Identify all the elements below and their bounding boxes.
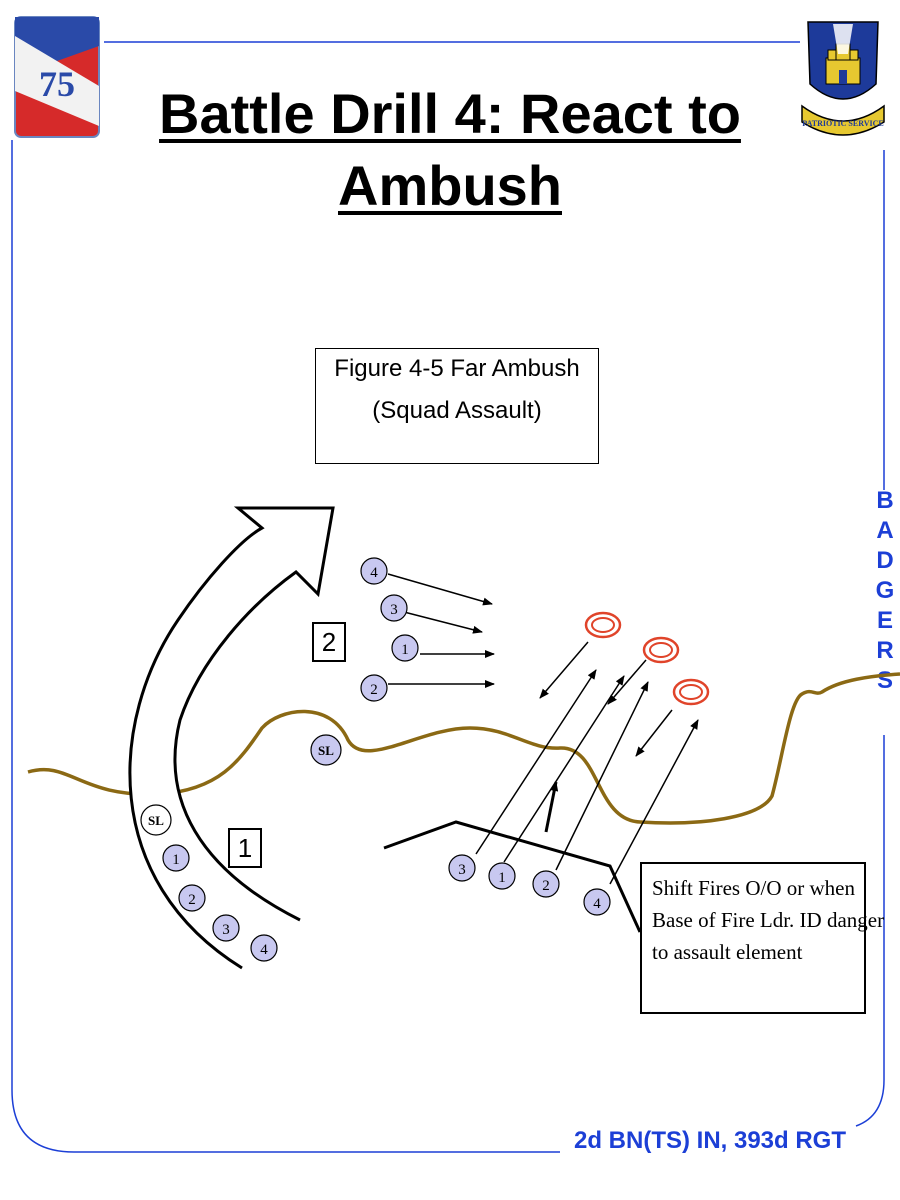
soldier-number: 2: [370, 682, 378, 698]
figure-caption-box: Figure 4-5 Far Ambush (Squad Assault): [315, 348, 599, 464]
soldier-marker: 3: [448, 854, 476, 882]
slide-title: Battle Drill 4: React to Ambush: [159, 82, 741, 217]
fire-line: [609, 719, 699, 885]
unit-footer: 2d BN(TS) IN, 393d RGT: [573, 1127, 847, 1154]
figure-caption-title: Figure 4-5 Far Ambush: [334, 355, 580, 382]
enemy-fire-line: [607, 659, 647, 705]
soldier-marker: 4: [583, 888, 611, 916]
enemy-fire-line: [539, 641, 589, 699]
assault-fire-arrow: [387, 573, 493, 606]
side-letter: G: [875, 577, 895, 604]
soldier-marker: 1: [391, 634, 419, 662]
squad-leader-label: SL: [318, 743, 334, 758]
flanking-route-arrow: [128, 506, 335, 970]
patch-digits: 75: [39, 64, 75, 104]
soldier-number: 1: [401, 642, 409, 658]
fire-line: [555, 681, 649, 871]
enemy-position: [584, 611, 622, 639]
unit-patch-75: 75: [14, 16, 100, 138]
soldier-number: 1: [172, 852, 180, 868]
regimental-crest: PATRIOTIC SERVICE: [801, 21, 885, 136]
soldier-number: 4: [370, 565, 378, 581]
soldier-marker: 4: [360, 557, 388, 585]
soldier-marker: 2: [532, 870, 560, 898]
soldier-number: 3: [222, 922, 230, 938]
note-box: [640, 862, 866, 1014]
side-letter: A: [876, 517, 894, 544]
assault-fire-arrow: [403, 611, 483, 634]
soldier-marker: 3: [380, 594, 408, 622]
element-1-label: 1: [228, 828, 262, 868]
side-label-badgers: B A D G E R S: [868, 486, 900, 696]
terrain-line: [27, 672, 900, 825]
soldier-marker: 2: [360, 674, 388, 702]
squad-leader-marker: SL: [140, 804, 172, 836]
soldier-number: 4: [260, 942, 268, 958]
side-letter: D: [876, 547, 894, 574]
figure-caption-subtitle: (Squad Assault): [372, 397, 542, 424]
soldier-number: 4: [593, 896, 601, 912]
base-of-fire-position: [383, 820, 642, 933]
side-letter: E: [876, 607, 893, 634]
squad-leader-marker: SL: [310, 734, 342, 766]
soldier-marker: 1: [488, 862, 516, 890]
soldier-number: 2: [542, 878, 550, 894]
soldier-marker: 1: [162, 844, 190, 872]
shift-fires-note: Shift Fires O/O or when Base of Fire Ldr…: [652, 876, 885, 964]
soldier-marker: 2: [178, 884, 206, 912]
enemy-position: [672, 678, 710, 706]
soldier-marker: 3: [212, 914, 240, 942]
squad-leader-label: SL: [148, 813, 164, 828]
side-letter: R: [876, 637, 894, 664]
soldier-marker: 4: [250, 934, 278, 962]
crest-motto: PATRIOTIC SERVICE: [802, 119, 883, 128]
enemy-fire-line: [635, 709, 673, 757]
enemy-position: [642, 636, 680, 664]
element-2-label: 2: [312, 622, 346, 662]
fire-line: [475, 669, 597, 855]
fire-line: [503, 675, 625, 863]
soldier-number: 1: [498, 870, 506, 886]
soldier-number: 3: [458, 862, 466, 878]
movement-arrow: [544, 781, 559, 833]
side-letter: B: [876, 487, 894, 514]
soldier-number: 2: [188, 892, 196, 908]
soldier-number: 3: [390, 602, 398, 618]
